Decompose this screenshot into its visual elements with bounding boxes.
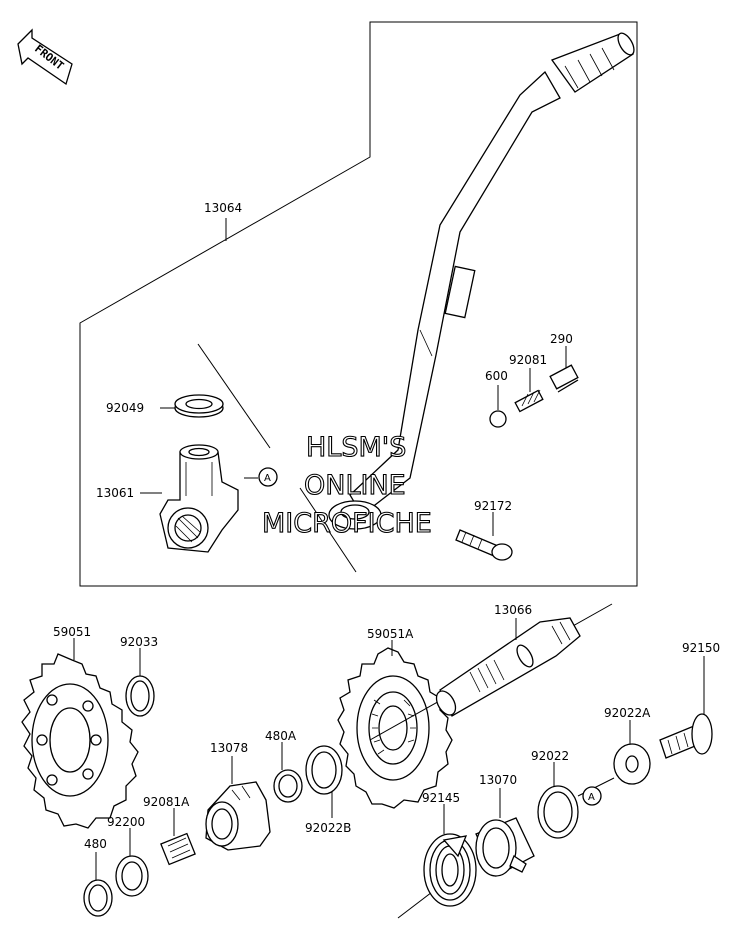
- part-59051-gear: [21, 653, 139, 829]
- label-13066: 13066: [494, 603, 532, 617]
- reference-marker-a-upper: A: [244, 467, 278, 487]
- part-480-circlip: [83, 879, 113, 917]
- label-92022a: 92022A: [604, 706, 651, 720]
- part-92081a-spring: [160, 832, 196, 866]
- leader-axis-lower: [299, 487, 357, 573]
- reference-marker-a-lower: A: [577, 777, 615, 806]
- label-92022: 92022: [531, 749, 569, 763]
- part-290-spring: [549, 364, 579, 393]
- svg-text:A: A: [588, 792, 595, 803]
- part-13066-shaft: [369, 603, 613, 741]
- label-92172: 92172: [474, 499, 512, 513]
- label-13061: 13061: [96, 486, 134, 500]
- kick-lever: [328, 32, 635, 530]
- watermark-line3: MICROFICHE: [262, 508, 432, 539]
- label-480: 480: [84, 837, 107, 851]
- front-arrow-icon: FRONT: [17, 28, 73, 86]
- label-59051: 59051: [53, 625, 91, 639]
- label-13078: 13078: [210, 741, 248, 755]
- part-13078-ratchet: [205, 781, 271, 851]
- svg-text:A: A: [264, 473, 271, 484]
- label-92022b: 92022B: [305, 821, 351, 835]
- part-13070-guide: [475, 817, 535, 877]
- label-92081a: 92081A: [143, 795, 190, 809]
- part-480a-circlip: [273, 769, 303, 803]
- label-92145: 92145: [422, 791, 460, 805]
- part-92150-bolt: [659, 713, 713, 759]
- assembly-outline: [79, 21, 638, 587]
- part-92081-spring: [514, 389, 544, 413]
- part-59051a-gear: [337, 647, 453, 809]
- part-92172-bolt: [455, 529, 513, 561]
- leader-axis-upper: [197, 343, 271, 449]
- part-92033-circlip: [125, 675, 155, 717]
- watermark-line2: ONLINE: [304, 470, 406, 501]
- label-13064: 13064: [204, 201, 242, 215]
- label-13070: 13070: [479, 773, 517, 787]
- label-92200: 92200: [107, 815, 145, 829]
- part-92022-washer: [537, 785, 579, 839]
- label-59051a: 59051A: [367, 627, 414, 641]
- label-92150: 92150: [682, 641, 720, 655]
- part-600-ball: [489, 410, 507, 428]
- part-92200-washer: [115, 855, 149, 897]
- part-92022a-washer: [613, 743, 651, 785]
- label-290: 290: [550, 332, 573, 346]
- label-92033: 92033: [120, 635, 158, 649]
- label-92081: 92081: [509, 353, 547, 367]
- part-92049-seal: [174, 394, 224, 418]
- watermark-line1: HLSM'S: [306, 432, 406, 463]
- part-92022b-washer: [305, 745, 343, 795]
- label-480a: 480A: [265, 729, 297, 743]
- part-13061-boss: [159, 444, 239, 553]
- label-92049: 92049: [106, 401, 144, 415]
- part-92145-spring: [397, 833, 477, 919]
- label-600: 600: [485, 369, 508, 383]
